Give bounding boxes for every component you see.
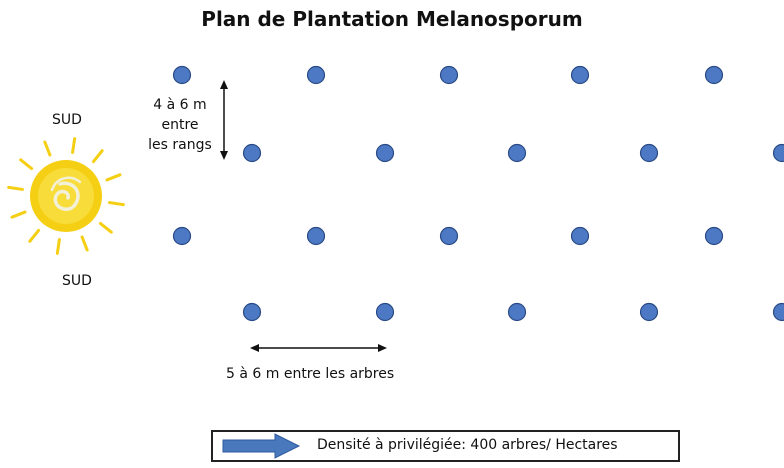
sun-swirl-outer <box>50 176 82 192</box>
tree-marker <box>172 65 192 85</box>
tree-marker <box>507 143 527 163</box>
sun-ray <box>10 210 27 219</box>
tree-marker <box>570 226 590 246</box>
tree-spacing-arrow <box>250 344 387 352</box>
tree-marker <box>375 302 395 322</box>
row-spacing-line-1: 4 à 6 m <box>153 97 207 113</box>
sun-ray <box>98 221 113 234</box>
tree-marker <box>772 302 784 322</box>
tree-marker <box>570 65 590 85</box>
sun-ray <box>55 238 61 255</box>
diagram-title: Plan de Plantation Melanosporum <box>201 7 583 31</box>
tree-marker <box>375 143 395 163</box>
row-spacing-line-3: les rangs <box>148 137 212 153</box>
tree-marker <box>172 226 192 246</box>
tree-grid <box>172 65 784 322</box>
sun-label-top: SUD <box>52 112 82 128</box>
tree-marker <box>772 143 784 163</box>
sun-rays <box>7 137 125 255</box>
sun-ray <box>43 140 52 157</box>
tree-marker <box>507 302 527 322</box>
tree-marker <box>242 143 262 163</box>
tree-marker <box>439 226 459 246</box>
sun-ray <box>91 149 104 164</box>
tree-marker <box>704 65 724 85</box>
sun-icon <box>7 137 125 255</box>
sun-inner <box>38 168 94 224</box>
sun-ray <box>80 235 89 252</box>
sun-ray <box>71 137 77 154</box>
tree-marker <box>242 302 262 322</box>
sun-ray <box>19 158 34 171</box>
sun-swirl <box>53 181 80 211</box>
row-spacing-line-2: entre <box>161 117 199 133</box>
legend-arrow-icon <box>222 433 301 459</box>
tree-marker <box>306 226 326 246</box>
tree-marker <box>306 65 326 85</box>
legend-text: Densité à privilégiée: 400 arbres/ Hecta… <box>317 437 618 453</box>
legend-box: Densité à privilégiée: 400 arbres/ Hecta… <box>211 430 680 462</box>
row-spacing-label: 4 à 6 m entre les rangs <box>140 95 220 155</box>
tree-marker <box>439 65 459 85</box>
row-spacing-arrow <box>220 80 228 160</box>
tree-marker <box>639 302 659 322</box>
tree-marker <box>704 226 724 246</box>
tree-spacing-label: 5 à 6 m entre les arbres <box>226 366 395 382</box>
sun-ray <box>28 228 41 243</box>
sun-label-bottom: SUD <box>62 273 92 289</box>
tree-marker <box>639 143 659 163</box>
sun-ray <box>105 173 122 182</box>
sun-ray <box>7 185 24 191</box>
sun-ray <box>108 201 125 207</box>
